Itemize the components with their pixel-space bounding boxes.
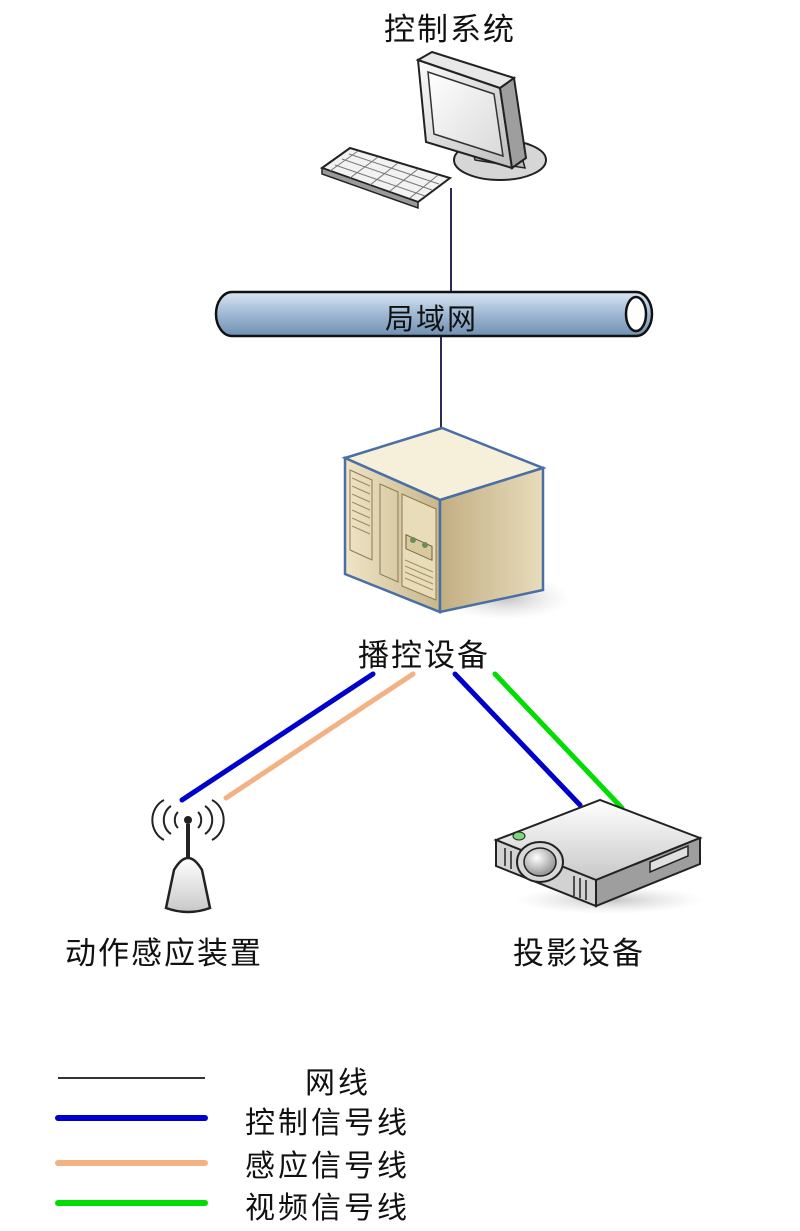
- control-system-label: 控制系统: [384, 12, 516, 48]
- projector-label: 投影设备: [513, 936, 645, 972]
- sensing-signal-line-to-sensor: [223, 671, 416, 801]
- video-signal-line-to-projector: [492, 671, 625, 811]
- computer-icon: [319, 50, 547, 210]
- legend-video-label: 视频信号线: [245, 1191, 410, 1226]
- control-signal-line-to-projector: [452, 671, 583, 808]
- playback-device-label: 播控设备: [358, 638, 490, 674]
- antenna-sensor-icon: [151, 799, 225, 914]
- legend-sensing-label: 感应信号线: [245, 1149, 410, 1184]
- legend-control-label: 控制信号线: [245, 1106, 410, 1141]
- motion-sensor-label: 动作感应装置: [65, 936, 263, 972]
- lan-label: 局域网: [385, 302, 479, 336]
- server-icon: [341, 426, 571, 620]
- legend-network-label: 网线: [305, 1066, 371, 1101]
- lan-pipe-icon: [214, 290, 654, 338]
- control-signal-line-to-sensor: [179, 671, 376, 803]
- projector-icon: [493, 798, 705, 914]
